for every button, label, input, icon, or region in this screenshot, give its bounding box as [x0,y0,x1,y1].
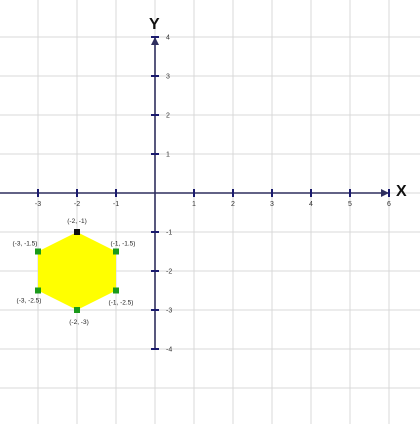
vertex-label: (-3, -1.5) [13,241,38,248]
hexagon-shape [38,232,116,310]
vertex-marker [74,307,80,313]
vertex-points: (-2, -1) (-1, -1.5) (-1, -2.5) (-2, -3) (-3,… [13,218,136,326]
y-axis-title: Y [149,16,160,33]
vertex-marker [35,287,41,294]
axes: -3 -2 -1 1 2 3 4 5 6 4 3 2 1 -1 -2 -3 -4 [0,35,391,354]
hexagon-layer [38,232,116,310]
y-tick-label: -1 [166,230,172,237]
vertex-marker [74,229,80,235]
vertex-label: (-1, -2.5) [109,300,134,307]
x-tick-label: 4 [309,201,313,208]
vertex-label: (-2, -3) [69,319,89,326]
y-tick-label: -4 [166,347,172,354]
x-axis-title: X [396,183,407,200]
x-tick-label: -2 [74,201,80,208]
vertex-marker [113,287,119,294]
y-tick-label: 3 [166,74,170,81]
vertex-marker [113,248,119,255]
y-axis-arrow [151,37,159,45]
y-tick-label: 2 [166,113,170,120]
vertex-label: (-1, -1.5) [111,241,136,248]
y-tick-label: -2 [166,269,172,276]
x-tick-label: -1 [113,201,119,208]
x-axis-arrow [381,189,389,197]
x-tick-label: 1 [192,201,196,208]
y-tick-label: -3 [166,308,172,315]
vertex-label: (-2, -1) [67,218,87,225]
vertex-marker [35,248,41,255]
x-tick-label: -3 [35,201,41,208]
x-tick-label: 6 [387,201,391,208]
y-tick-label: 1 [166,152,170,159]
y-tick-label: 4 [166,35,170,42]
vertex-label: (-3, -2.5) [17,298,42,305]
x-tick-label: 3 [270,201,274,208]
x-tick-label: 2 [231,201,235,208]
x-tick-label: 5 [348,201,352,208]
